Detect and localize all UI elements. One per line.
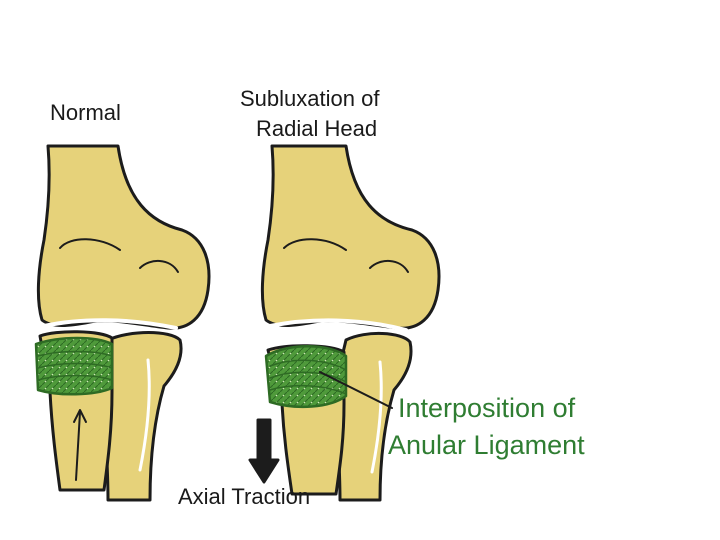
- label-interposition-line1: Interposition of: [398, 393, 575, 424]
- normal-ulna: [104, 333, 181, 501]
- label-subluxation-line2: Radial Head: [256, 116, 377, 141]
- axial-traction-arrow: [250, 420, 278, 482]
- label-normal: Normal: [50, 100, 121, 125]
- normal-humerus: [38, 146, 209, 328]
- label-interposition-line2: Anular Ligament: [388, 430, 585, 461]
- label-axial-traction: Axial Traction: [178, 484, 310, 509]
- label-subluxation-line1: Subluxation of: [240, 86, 379, 111]
- sublux-humerus: [262, 146, 439, 328]
- normal-elbow: [36, 146, 209, 500]
